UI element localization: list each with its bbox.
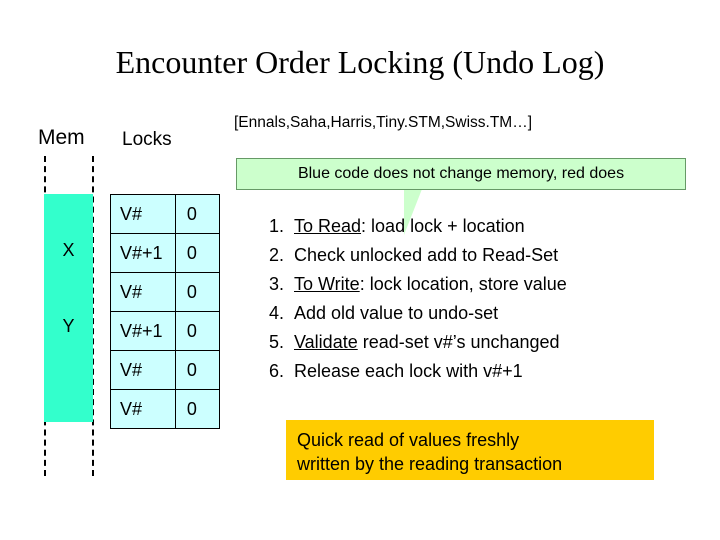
- list-item-number: 1.: [268, 216, 284, 236]
- table-row: V# 0: [110, 272, 221, 312]
- table-row: V#+1 0: [110, 311, 221, 351]
- note-line-2: written by the reading transaction: [297, 454, 563, 474]
- list-item-label: : lock location, store value: [359, 274, 567, 294]
- memory-cell-label: Y: [62, 316, 75, 336]
- list-item: 3. To Write: lock location, store value: [258, 274, 698, 303]
- callout-text: Blue code does not change memory, red do…: [297, 165, 625, 182]
- list-item-label: read-set v#’s unchanged: [357, 332, 560, 352]
- list-item: 5. Validate read-set v#’s unchanged: [258, 332, 698, 361]
- list-item: 2. Check unlocked add to Read-Set: [258, 245, 698, 274]
- table-row: V# 0: [110, 350, 221, 390]
- lock-count-cell: 0: [174, 194, 221, 234]
- list-item-label: : load lock + location: [361, 216, 525, 236]
- list-item-emphasis: Validate: [294, 332, 358, 352]
- lock-count-cell: 0: [174, 389, 221, 429]
- memory-cell: X: [44, 232, 93, 270]
- list-item-number: 4.: [268, 303, 284, 323]
- memory-column-label: Mem: [38, 126, 85, 149]
- list-item-number: 5.: [268, 332, 284, 352]
- lock-count-cell: 0: [174, 311, 221, 351]
- list-item-number: 3.: [268, 274, 284, 294]
- table-row: V#+1 0: [110, 233, 221, 273]
- note-line-1: Quick read of values freshly: [297, 430, 520, 450]
- lock-version-cell: V#+1: [110, 233, 176, 273]
- lock-version-cell: V#: [110, 272, 176, 312]
- locks-column-label: Locks: [122, 129, 172, 150]
- memory-cell-label: X: [62, 240, 75, 260]
- lock-count-cell: 0: [174, 350, 221, 390]
- memory-cell: [44, 270, 93, 308]
- list-item: 4. Add old value to undo-set: [258, 303, 698, 332]
- lock-version-cell: V#: [110, 350, 176, 390]
- memory-cell: [44, 384, 93, 422]
- memory-cell: Y: [44, 308, 93, 346]
- lock-version-cell: V#+1: [110, 311, 176, 351]
- page-title: Encounter Order Locking (Undo Log): [115, 44, 605, 80]
- list-item: 6. Release each lock with v#+1: [258, 361, 698, 390]
- note-box: Quick read of values freshly written by …: [286, 420, 654, 480]
- list-item-label: Check unlocked add to Read-Set: [294, 245, 559, 265]
- list-item: 1. To Read: load lock + location: [258, 216, 698, 245]
- table-row: V# 0: [110, 389, 221, 429]
- memory-cell: [44, 194, 93, 232]
- list-item-label: Release each lock with v#+1: [294, 361, 523, 381]
- lock-version-cell: V#: [110, 194, 176, 234]
- list-item-number: 2.: [268, 245, 284, 265]
- list-item-label: Add old value to undo-set: [294, 303, 499, 323]
- list-item-number: 6.: [268, 361, 284, 381]
- lock-count-cell: 0: [174, 272, 221, 312]
- memory-cell: [44, 346, 93, 384]
- lock-table: V# 0 V#+1 0 V# 0 V#+1 0 V# 0 V# 0: [110, 194, 221, 429]
- list-item-emphasis: To Write: [294, 274, 360, 294]
- callout-box: Blue code does not change memory, red do…: [236, 158, 686, 190]
- lock-version-cell: V#: [110, 389, 176, 429]
- callout-tail: [404, 189, 422, 235]
- references-text: [Ennals,Saha,Harris,Tiny.STM,Swiss.TM…]: [234, 114, 533, 131]
- memory-guide-line-right: [92, 156, 94, 476]
- lock-count-cell: 0: [174, 233, 221, 273]
- list-item-emphasis: To Read: [294, 216, 362, 236]
- steps-list: 1. To Read: load lock + location 2. Check …: [258, 216, 698, 390]
- table-row: V# 0: [110, 194, 221, 234]
